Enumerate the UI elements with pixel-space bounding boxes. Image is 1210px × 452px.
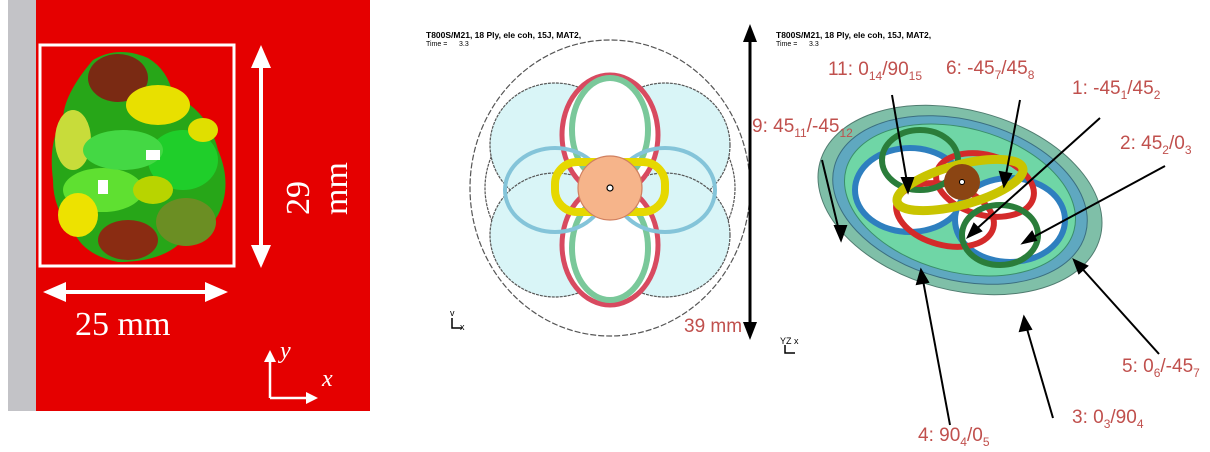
ply-label-3: 3: 03/904 bbox=[1072, 407, 1144, 431]
fe-oblique-drawing bbox=[784, 94, 1166, 426]
height-label: 29 mm bbox=[280, 162, 355, 215]
dim-39-label: 39 mm bbox=[684, 316, 743, 337]
triad-x: x bbox=[460, 322, 465, 332]
ply-label-6: 6: -457/458 bbox=[946, 58, 1035, 82]
axis-triad bbox=[264, 350, 318, 404]
ply-label-11: 11: 014/9015 bbox=[828, 59, 922, 83]
triad-label-right: YZ x bbox=[780, 336, 799, 346]
ply-label-1: 1: -451/452 bbox=[1072, 78, 1161, 102]
axis-y-label: y bbox=[280, 338, 291, 364]
ply-label-5: 5: 06/-457 bbox=[1122, 356, 1200, 380]
fe-top-drawing bbox=[469, 39, 750, 337]
ply-label-2: 2: 452/03 bbox=[1120, 133, 1192, 157]
header-title-right: T800S/M21, 18 Ply, ele coh, 15J, MAT2, bbox=[776, 30, 932, 40]
header-time: Time = 3.3 bbox=[426, 41, 469, 48]
fe-top-view: T800S/M21, 18 Ply, ele coh, 15J, MAT2, T… bbox=[420, 20, 750, 360]
height-arrow bbox=[251, 45, 271, 268]
width-label: 25 mm bbox=[75, 306, 171, 343]
header-title: T800S/M21, 18 Ply, ele coh, 15J, MAT2, bbox=[426, 30, 582, 40]
cscan-drawing bbox=[38, 43, 318, 404]
ply-label-9: 9: 4511/-4512 bbox=[752, 116, 853, 140]
pointer-arrows bbox=[821, 94, 1166, 426]
damage-blob bbox=[51, 51, 226, 262]
gray-strip bbox=[8, 0, 36, 411]
bounding-box bbox=[38, 43, 236, 268]
cscan-panel: 29 mm 25 mm y x bbox=[8, 0, 370, 411]
header-time-right: Time = 3.3 bbox=[776, 41, 819, 48]
triad-v: v bbox=[450, 308, 455, 318]
ply-label-4: 4: 904/05 bbox=[918, 425, 990, 449]
width-arrow bbox=[43, 282, 228, 302]
fe-oblique-view: T800S/M21, 18 Ply, ele coh, 15J, MAT2, T… bbox=[770, 20, 1210, 452]
axis-x-label: x bbox=[322, 366, 333, 392]
